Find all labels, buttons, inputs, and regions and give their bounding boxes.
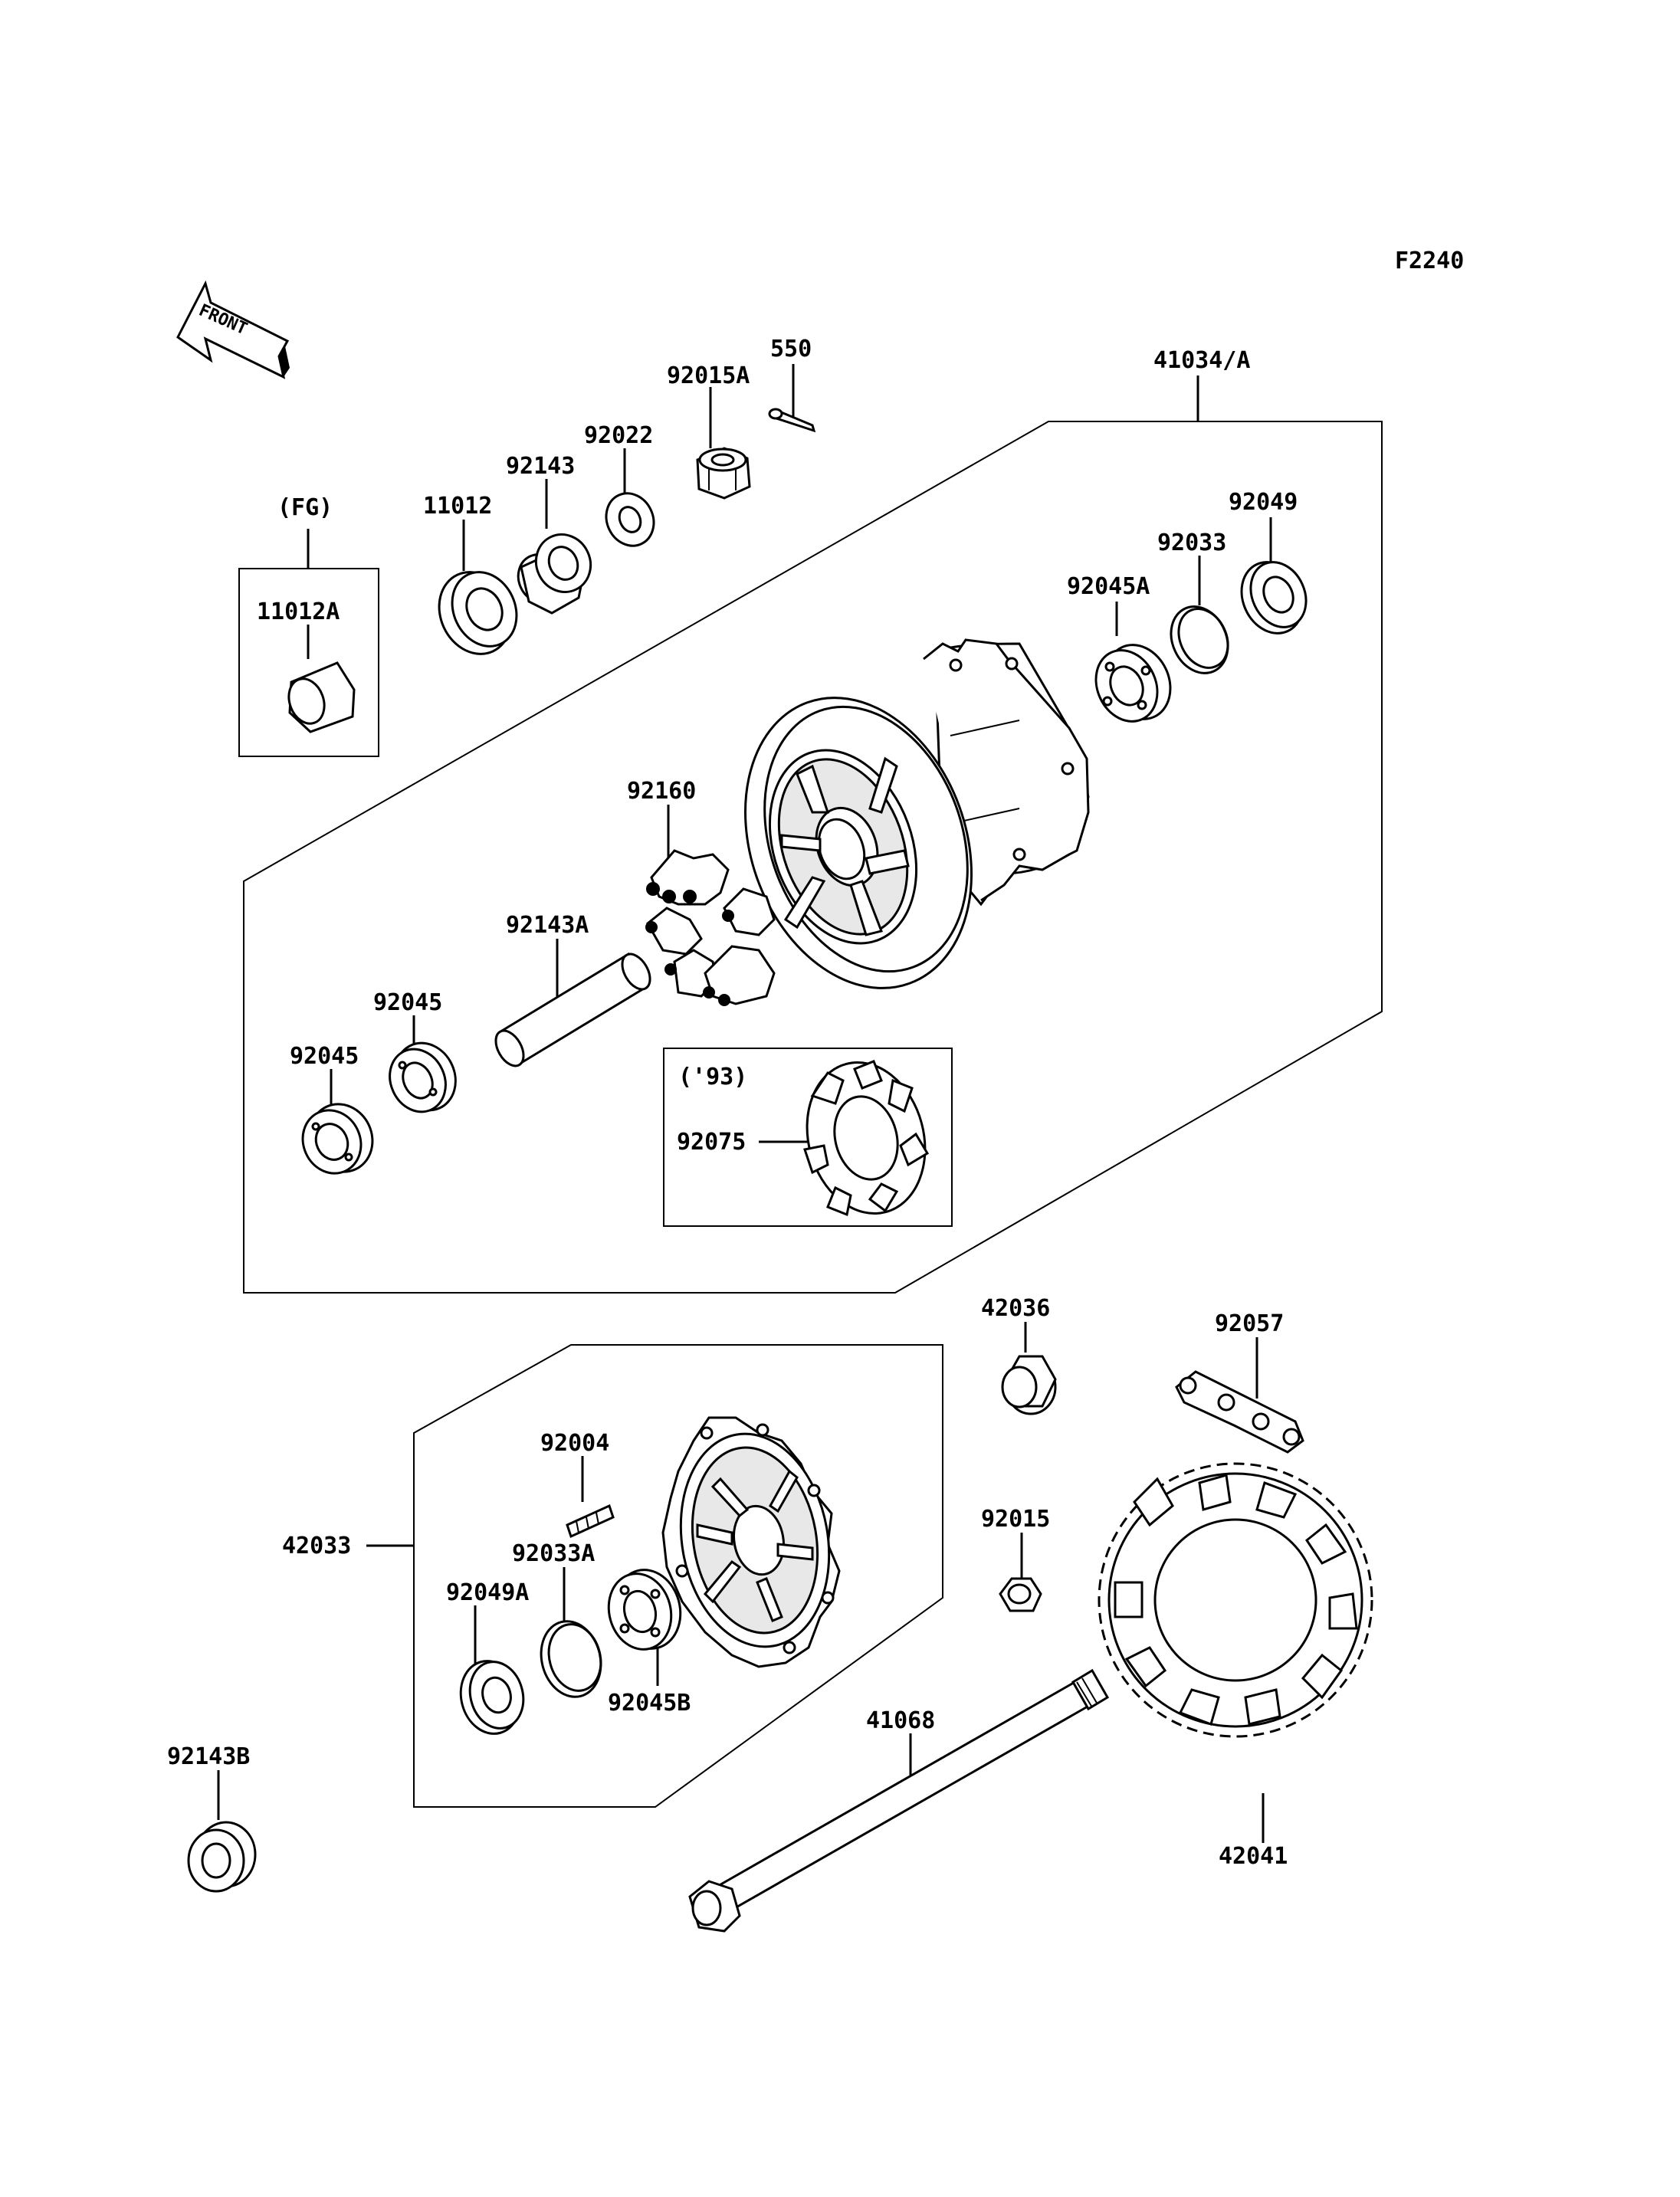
sprocket-hub-42033 [661,1416,841,1668]
label-92045A: 92045A [1067,573,1150,600]
leader-lines [217,364,1272,1843]
front-arrow-icon: FRONT [176,280,290,379]
label-92143: 92143 [506,453,575,480]
lower-sprocket-hub-outline [413,1344,943,1808]
cotter-pin-550 [768,408,816,433]
part-labels: 41034/A 550 92015A 92022 92143 11012 (FG… [167,336,1298,1870]
label-92004: 92004 [540,1430,609,1457]
chain-link-92057 [1175,1370,1304,1454]
label-92015: 92015 [981,1506,1050,1533]
label-11012: 11012 [423,493,492,520]
oil-seal-92049A [459,1660,525,1735]
label-41068: 41068 [866,1707,935,1734]
label-92045B: 92045B [608,1690,691,1717]
damper-rubber-92160 [645,849,776,1006]
nut-92015 [999,1577,1042,1612]
label-92057: 92057 [1215,1310,1284,1337]
bearing-92045A [1094,644,1172,723]
label-92049A: 92049A [446,1579,529,1606]
label-92033: 92033 [1157,530,1226,556]
circlip-92033A [540,1620,602,1698]
axle-41068 [688,1668,1110,1933]
label-92075: 92075 [677,1129,746,1156]
circlip-92033 [1170,605,1229,674]
oil-seal-92049 [1240,561,1308,635]
label-92049: 92049 [1229,489,1298,516]
label-550: 550 [770,336,812,362]
label-92022: 92022 [584,422,653,449]
collar-92143 [517,533,592,615]
diagram-code: F2240 [1395,248,1464,274]
stud-92004 [566,1503,615,1539]
label-93: ('93) [678,1064,747,1090]
label-92033A: 92033A [512,1540,595,1567]
label-92015A: 92015A [667,362,750,389]
bearing-92045-left [301,1103,374,1175]
damper-93-inset-box [663,1048,953,1227]
label-92143A: 92143A [506,912,589,939]
label-42041: 42041 [1219,1843,1288,1870]
castle-nut-92015A [696,447,751,500]
bearing-92045-right [389,1041,457,1113]
label-fg: (FG) [277,494,333,521]
collar-92143B [187,1821,257,1893]
spacer-tube-92143A [494,952,651,1067]
label-92045-right: 92045 [373,989,442,1016]
rear-wheel-hub-41034 [744,638,1090,989]
oil-seal-11012 [438,571,518,655]
label-92143B: 92143B [167,1743,250,1770]
label-41034A: 41034/A [1153,347,1250,374]
label-42036: 42036 [981,1295,1050,1322]
label-42033: 42033 [282,1533,351,1559]
sprocket-42041 [1098,1462,1373,1738]
upper-hub-assembly-outline [243,421,1383,1294]
bearing-92045B [607,1569,682,1651]
collar-42036 [1001,1355,1057,1415]
washer-92022 [605,492,655,547]
label-92045-left: 92045 [290,1043,359,1070]
label-11012A: 11012A [257,598,340,625]
damper-rubber-92075 [803,1060,930,1217]
label-92160: 92160 [627,778,696,805]
cap-11012A [287,661,356,733]
